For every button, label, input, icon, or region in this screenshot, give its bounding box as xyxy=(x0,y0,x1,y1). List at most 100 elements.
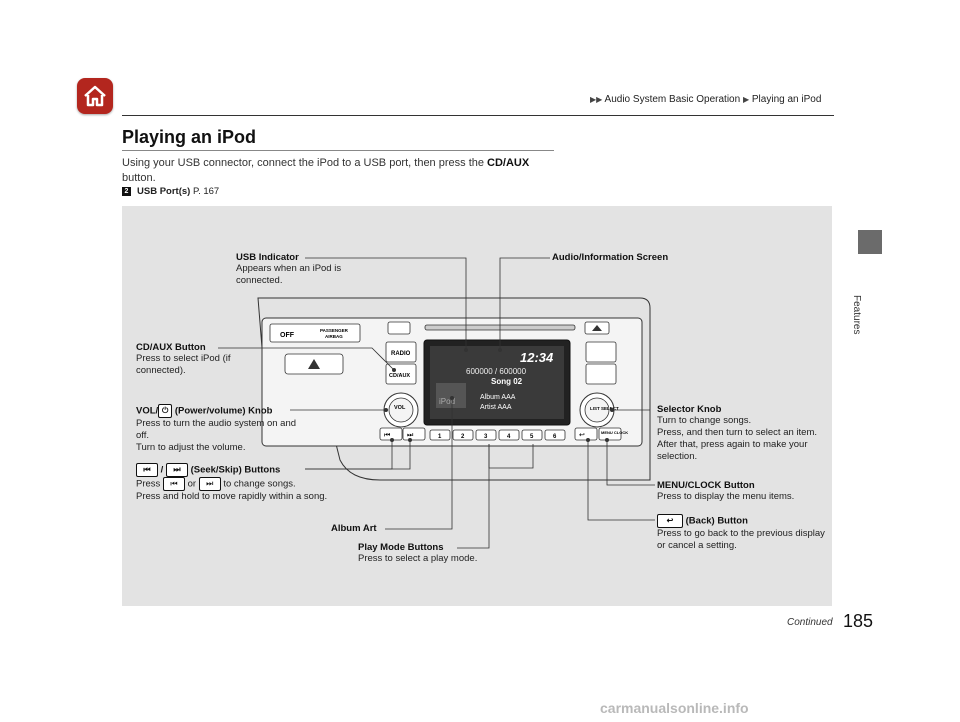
preset-button-1 xyxy=(429,429,451,441)
home-button[interactable] xyxy=(77,78,113,114)
radio-button-label: RADIO xyxy=(391,351,411,357)
screen-artist: Artist AAA xyxy=(480,404,512,411)
back-icon: ↩ xyxy=(657,514,683,528)
back-desc: Press to go back to the previous display… xyxy=(657,528,825,551)
preset-button-5 xyxy=(521,429,543,441)
vol-title-pre: VOL/ xyxy=(136,405,159,417)
vol-callout: VOL/⏻ (Power/volume) Knob Press to turn … xyxy=(136,404,296,454)
seek-forward-button xyxy=(402,427,426,441)
usb-indicator-desc: Appears when an iPod is connected. xyxy=(236,263,342,286)
preset-label-5: 5 xyxy=(530,434,534,440)
usb-indicator-title: USB Indicator xyxy=(236,252,299,263)
seek-desc-2: Press and hold to move rapidly within a … xyxy=(136,491,328,502)
back-title: ↩ (Back) Button xyxy=(657,514,827,528)
play-mode-desc: Press to select a play mode. xyxy=(358,553,478,564)
preset-button-6 xyxy=(544,429,566,441)
preset-label-6: 6 xyxy=(553,434,557,440)
power-icon: ⏻ xyxy=(158,404,173,418)
menu-btn-label: MENU CLOCK xyxy=(601,430,628,435)
seek-forward-icon: ⏭ xyxy=(165,463,188,477)
breadcrumb-item[interactable]: Playing an iPod xyxy=(751,94,822,105)
breadcrumb: ▶▶ Audio System Basic Operation ▶ Playin… xyxy=(590,94,821,105)
cdaux-title: CD/AUX Button xyxy=(136,342,206,353)
seek-title-post: (Seek/Skip) Buttons xyxy=(190,464,281,476)
play-mode-title: Play Mode Buttons xyxy=(358,542,444,553)
airbag-label-2: AIRBAG xyxy=(325,334,343,339)
airbag-label-1: PASSENGER xyxy=(320,328,349,333)
album-art xyxy=(436,383,466,408)
screen-song: Song 02 xyxy=(491,377,523,386)
screen-track-count: 600000 / 600000 xyxy=(466,367,527,376)
seek-forward-icon: ⏭ xyxy=(407,432,414,439)
usb-indicator-callout: USB Indicator Appears when an iPod is co… xyxy=(236,252,376,287)
page-title: Playing an iPod xyxy=(122,127,257,147)
breadcrumb-arrow-icon: ▶ xyxy=(742,95,750,104)
back-icon: ↩ xyxy=(579,432,585,439)
xref-label[interactable]: USB Port(s) xyxy=(137,186,191,197)
seek-desc-or: or xyxy=(187,478,197,490)
preset-label-4: 4 xyxy=(507,434,511,440)
preset-label-1: 1 xyxy=(438,434,442,440)
vol-desc-2: Turn to adjust the volume. xyxy=(136,442,246,453)
airbag-off-text: OFF xyxy=(280,332,295,339)
display-button xyxy=(387,321,411,335)
menu-callout: MENU/CLOCK Button Press to display the m… xyxy=(657,480,827,503)
screen-title: Audio/Information Screen xyxy=(552,252,669,263)
seek-desc-pre: Press xyxy=(136,478,161,490)
selector-title: Selector Knob xyxy=(657,404,722,415)
seek-forward-icon: ⏭ xyxy=(198,477,221,491)
seek-title: ⏮ / ⏭ (Seek/Skip) Buttons xyxy=(136,463,396,477)
continued-label: Continued xyxy=(787,617,833,628)
hazard-icon xyxy=(308,359,320,369)
seek-title-mid: / xyxy=(160,464,164,476)
cross-reference[interactable]: USB Port(s) P. 167 xyxy=(137,186,219,197)
page-number: 185 xyxy=(843,611,874,631)
selector-desc-1: Turn to change songs. xyxy=(657,415,752,426)
cdaux-desc: Press to select iPod (if connected). xyxy=(136,353,231,376)
vol-knob-label: VOL xyxy=(394,405,406,411)
seek-callout: ⏮ / ⏭ (Seek/Skip) Buttons Press ⏮ or ⏭ t… xyxy=(136,463,396,503)
screen-callout: Audio/Information Screen xyxy=(552,252,668,263)
album-art-callout: Album Art xyxy=(331,523,377,534)
selector-desc-2: Press, and then turn to select an item. … xyxy=(657,427,818,462)
album-art-title: Album Art xyxy=(331,523,377,534)
header-divider xyxy=(122,115,834,116)
intro-paragraph: Using your USB connector, connect the iP… xyxy=(122,156,562,186)
xref-page[interactable]: P. 167 xyxy=(192,186,220,197)
screen-clock: 12:34 xyxy=(520,350,554,365)
cdaux-callout: CD/AUX Button Press to select iPod (if c… xyxy=(136,342,256,377)
airbag-indicator xyxy=(269,323,361,343)
phone-button xyxy=(585,341,617,363)
preset-button-3 xyxy=(475,429,497,441)
home-icon xyxy=(84,85,106,107)
seek-back-icon: ⏮ xyxy=(136,463,158,477)
preset-label-3: 3 xyxy=(484,434,488,440)
intro-text: Using your USB connector, connect the iP… xyxy=(122,157,484,169)
screen-album: Album AAA xyxy=(480,394,516,401)
seek-back-icon: ⏮ xyxy=(162,477,185,491)
eject-icon xyxy=(592,325,602,331)
intro-bold: CD/AUX xyxy=(487,157,530,169)
radio-button xyxy=(385,341,417,363)
seek-desc-1: Press ⏮ or ⏭ to change songs. xyxy=(136,477,396,491)
hangup-button xyxy=(585,363,617,385)
screen-ipod-text: iPod xyxy=(439,397,455,406)
menu-title: MENU/CLOCK Button xyxy=(657,480,755,491)
section-tab xyxy=(858,230,882,254)
selector-callout: Selector Knob Turn to change songs. Pres… xyxy=(657,404,827,463)
preset-buttons: 1 2 3 4 5 6 xyxy=(429,429,566,441)
watermark: carmanualsonline.info xyxy=(600,700,749,716)
title-divider xyxy=(122,150,554,151)
vol-title: VOL/⏻ (Power/volume) Knob xyxy=(136,404,296,418)
seek-desc-post: to change songs. xyxy=(223,478,296,490)
vol-desc-1: Press to turn the audio system on and of… xyxy=(136,418,297,441)
intro-tail: button. xyxy=(122,172,156,184)
vol-title-post: (Power/volume) Knob xyxy=(174,405,273,417)
preset-button-2 xyxy=(452,429,474,441)
xref-icon: 2 xyxy=(122,187,131,196)
seek-back-icon: ⏮ xyxy=(384,432,390,439)
preset-label-2: 2 xyxy=(461,434,465,440)
menu-clock-button xyxy=(598,427,622,441)
breadcrumb-item[interactable]: Audio System Basic Operation xyxy=(604,94,741,105)
